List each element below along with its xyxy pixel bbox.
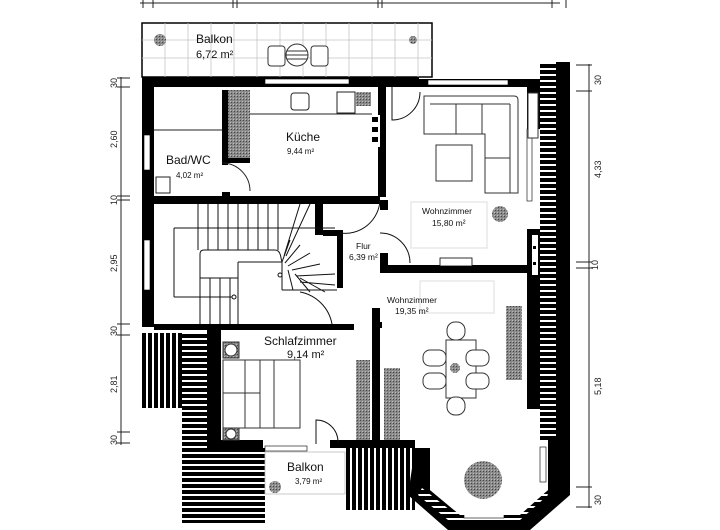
balcony-top bbox=[141, 22, 433, 78]
dim-right-0: 30 bbox=[593, 75, 603, 85]
plant-icon bbox=[269, 481, 281, 493]
room-area-flur: 6,39 m² bbox=[349, 252, 378, 262]
room-label-balkon-top: Balkon bbox=[196, 32, 233, 46]
dim-right-4: 30 bbox=[593, 495, 603, 505]
room-label-bad: Bad/WC bbox=[166, 153, 211, 167]
bedroom-furniture bbox=[222, 341, 301, 441]
dim-right-2: 10 bbox=[590, 260, 600, 270]
dim-left-4: 30 bbox=[109, 326, 119, 336]
dim-left-3: 2,95 bbox=[109, 254, 119, 272]
left-dimension-line bbox=[117, 77, 130, 445]
dining-furniture bbox=[356, 280, 522, 499]
room-area-wohnzimmer-2: 19,35 m² bbox=[395, 306, 429, 316]
staircase bbox=[173, 203, 337, 325]
balcony-table-set bbox=[267, 43, 329, 67]
right-dimension-line bbox=[576, 64, 592, 508]
room-area-bad: 4,02 m² bbox=[176, 171, 203, 180]
left-dimension-labels: 30 2,60 10 2,95 30 2,81 30 bbox=[109, 78, 119, 445]
balcony-bottom bbox=[264, 445, 346, 495]
room-label-schlafzimmer: Schlafzimmer bbox=[264, 334, 337, 348]
room-label-wohnzimmer-2: Wohnzimmer bbox=[387, 295, 437, 305]
plant-icon bbox=[154, 34, 166, 46]
right-dimension-labels: 30 4,33 10 5,18 30 bbox=[590, 75, 603, 505]
room-labels: Balkon 6,72 m² Küche 9,44 m² Bad/WC 4,02… bbox=[166, 32, 472, 486]
dim-left-5: 2,81 bbox=[109, 375, 119, 393]
living-room-furniture bbox=[410, 92, 539, 249]
room-label-kueche: Küche bbox=[286, 130, 320, 144]
dim-left-1: 2,60 bbox=[109, 130, 119, 148]
dim-left-6: 30 bbox=[109, 435, 119, 445]
door-swings bbox=[315, 87, 421, 444]
plant-icon bbox=[450, 363, 460, 373]
dim-left-0: 30 bbox=[109, 78, 119, 88]
bathroom-fixtures bbox=[154, 129, 251, 194]
room-label-balkon-bottom: Balkon bbox=[287, 460, 324, 474]
room-area-kueche: 9,44 m² bbox=[287, 147, 314, 156]
room-area-balkon-bottom: 3,79 m² bbox=[295, 477, 322, 486]
dim-right-1: 4,33 bbox=[593, 160, 603, 178]
room-label-wohnzimmer-1: Wohnzimmer bbox=[422, 206, 472, 216]
plant-icon bbox=[464, 461, 502, 499]
bay-window bbox=[408, 440, 570, 530]
room-area-balkon-top: 6,72 m² bbox=[196, 49, 234, 61]
plant-icon bbox=[409, 36, 417, 44]
exterior-hatching bbox=[140, 62, 556, 523]
room-area-wohnzimmer-1: 15,80 m² bbox=[432, 218, 466, 228]
plant-icon bbox=[492, 206, 508, 222]
room-label-flur: Flur bbox=[356, 241, 371, 251]
kitchen-fixtures bbox=[250, 91, 372, 115]
dim-right-3: 5,18 bbox=[593, 377, 603, 395]
top-dimension-line bbox=[140, 0, 567, 8]
dim-left-2: 10 bbox=[109, 195, 119, 205]
room-area-schlafzimmer: 9,14 m² bbox=[287, 349, 325, 361]
